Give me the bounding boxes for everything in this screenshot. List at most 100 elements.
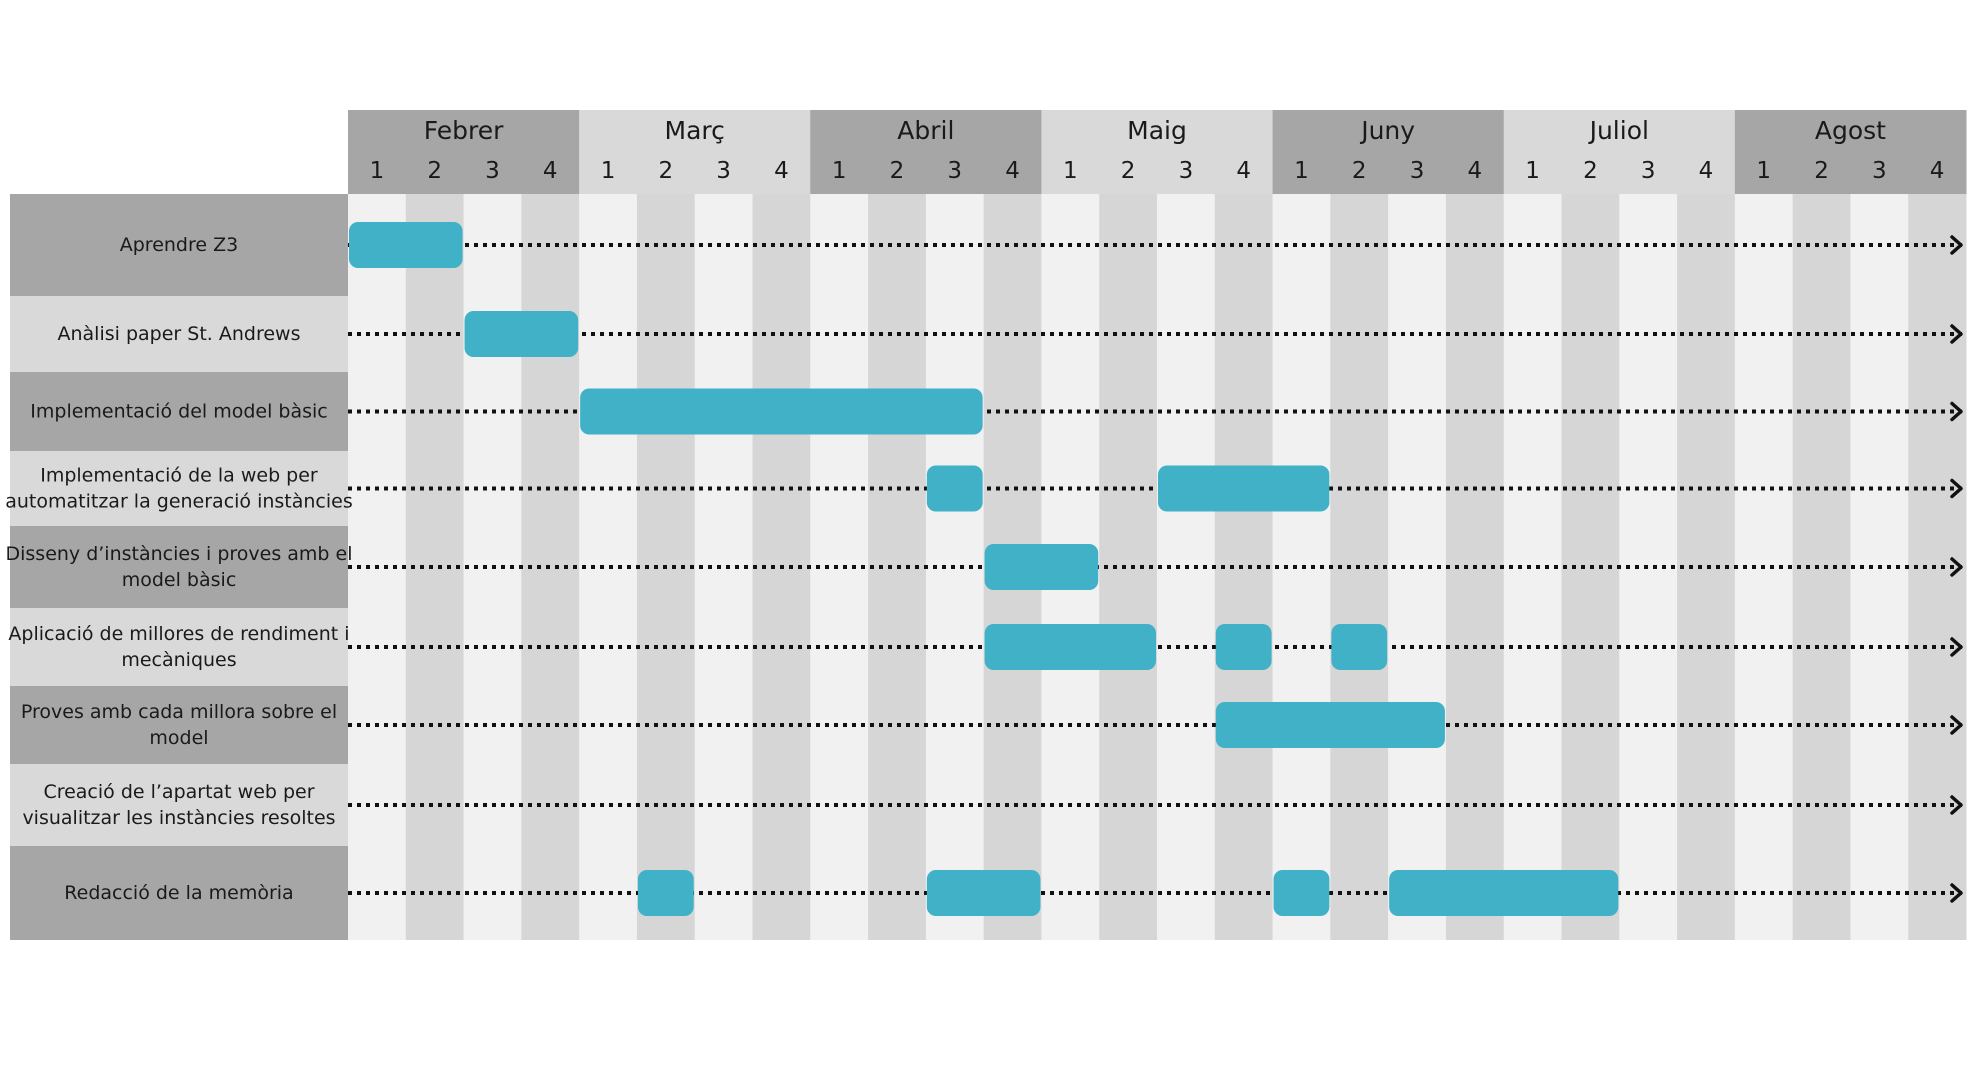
task-bar xyxy=(984,544,1099,590)
task-label: model bàsic xyxy=(122,569,237,591)
task-bar xyxy=(1215,624,1272,670)
task-label-cell xyxy=(10,846,348,940)
task-bar xyxy=(1158,465,1330,512)
task-bar xyxy=(349,222,463,268)
week-number-label: 3 xyxy=(1410,158,1425,184)
task-bar xyxy=(1389,870,1619,916)
month-header-block xyxy=(810,110,1042,194)
task-label: Proves amb cada millora sobre el xyxy=(21,701,337,723)
week-number-label: 3 xyxy=(1872,158,1887,184)
task-label: Implementació de la web per xyxy=(40,465,318,487)
task-label: Disseny d’instàncies i proves amb el xyxy=(5,543,352,565)
month-header-block xyxy=(579,110,811,194)
task-label-cell xyxy=(10,372,348,451)
week-number-label: 3 xyxy=(947,158,962,184)
week-number-label: 4 xyxy=(1236,158,1251,184)
task-label: Aplicació de millores de rendiment i xyxy=(8,623,349,645)
task-label-cell xyxy=(10,296,348,372)
task-bar xyxy=(926,465,983,512)
task-label-cell xyxy=(10,764,348,846)
month-header-block xyxy=(348,110,580,194)
month-label: Maig xyxy=(1127,116,1187,145)
week-number-label: 1 xyxy=(1525,158,1540,184)
week-number-label: 1 xyxy=(370,158,385,184)
task-label: Aprendre Z3 xyxy=(120,234,238,256)
month-label: Juny xyxy=(1359,116,1415,145)
week-number-label: 1 xyxy=(1756,158,1771,184)
timeline-lines xyxy=(348,235,1963,903)
month-header-block xyxy=(1503,110,1736,194)
week-number-label: 3 xyxy=(716,158,731,184)
task-label: mecàniques xyxy=(121,649,236,671)
task-bar xyxy=(464,311,579,357)
task-label: Redacció de la memòria xyxy=(64,882,293,904)
task-label: Implementació del model bàsic xyxy=(30,401,327,423)
week-column xyxy=(1792,194,1851,940)
week-column xyxy=(405,194,465,940)
task-label: visualitzar les instàncies resoltes xyxy=(22,807,335,829)
week-number-label: 2 xyxy=(427,158,442,184)
week-column xyxy=(1099,194,1158,940)
task-rows: Aprendre Z3 Anàlisi paper St. AndrewsImpl… xyxy=(5,194,353,940)
timeline-arrow-icon xyxy=(1950,324,1963,344)
timeline-arrow-icon xyxy=(1950,401,1963,422)
week-column xyxy=(694,194,753,940)
timeline-arrow-icon xyxy=(1950,235,1963,255)
week-column-backgrounds xyxy=(348,194,1967,940)
task-bar xyxy=(984,624,1156,670)
week-number-label: 4 xyxy=(1699,158,1714,184)
week-number-label: 4 xyxy=(543,158,558,184)
month-header-block xyxy=(1272,110,1505,194)
task-bar xyxy=(637,870,694,916)
month-label: Abril xyxy=(897,116,954,145)
week-number-label: 1 xyxy=(1063,158,1078,184)
month-label: Agost xyxy=(1815,116,1886,145)
week-number-label: 3 xyxy=(1179,158,1194,184)
task-label: Creació de l’apartat web per xyxy=(43,781,314,803)
task-bar xyxy=(1331,624,1388,670)
task-bars xyxy=(349,222,1619,916)
task-bar xyxy=(580,388,983,435)
week-number-label: 3 xyxy=(485,158,500,184)
week-number-label: 1 xyxy=(832,158,847,184)
month-header-block xyxy=(1734,110,1967,194)
timeline-arrow-icon xyxy=(1950,478,1963,499)
task-bar xyxy=(1273,870,1330,916)
week-number-label: 3 xyxy=(1641,158,1656,184)
month-label: Març xyxy=(665,116,725,145)
week-number-label: 4 xyxy=(1930,158,1945,184)
timeline-arrow-icon xyxy=(1950,557,1963,577)
task-label-cell xyxy=(10,686,348,764)
task-bar xyxy=(1215,702,1445,748)
week-column xyxy=(1388,194,1447,940)
week-number-label: 2 xyxy=(1583,158,1598,184)
week-number-label: 1 xyxy=(601,158,616,184)
month-label: Febrer xyxy=(424,116,504,145)
timeline-header: Febrer 1 2 3 4 Març 1 2 3 4 Abril 1 2 3 4 Maig 1 2 3 4 Juny 1… xyxy=(348,110,1967,194)
week-number-label: 2 xyxy=(1352,158,1367,184)
task-bar xyxy=(926,870,1041,916)
task-label-cell xyxy=(10,194,348,296)
timeline-arrow-icon xyxy=(1950,715,1963,735)
week-number-label: 2 xyxy=(890,158,905,184)
week-number-label: 2 xyxy=(659,158,674,184)
timeline-arrow-icon xyxy=(1950,883,1963,903)
task-label-cell xyxy=(10,526,348,608)
week-number-label: 2 xyxy=(1121,158,1136,184)
week-column xyxy=(1503,194,1562,940)
week-number-label: 2 xyxy=(1814,158,1829,184)
task-label: model xyxy=(149,727,208,749)
task-label: automatitzar la generació instàncies xyxy=(5,491,353,513)
timeline-arrow-icon xyxy=(1950,795,1963,815)
task-label-cell xyxy=(10,451,348,526)
task-label: Anàlisi paper St. Andrews xyxy=(58,323,301,345)
week-number-label: 4 xyxy=(1468,158,1483,184)
week-number-label: 1 xyxy=(1294,158,1309,184)
task-label-cell xyxy=(10,608,348,686)
month-label: Juliol xyxy=(1588,116,1649,145)
week-number-label: 4 xyxy=(774,158,789,184)
week-number-label: 4 xyxy=(1005,158,1020,184)
timeline-arrow-icon xyxy=(1950,637,1963,657)
month-header-block xyxy=(1041,110,1274,194)
